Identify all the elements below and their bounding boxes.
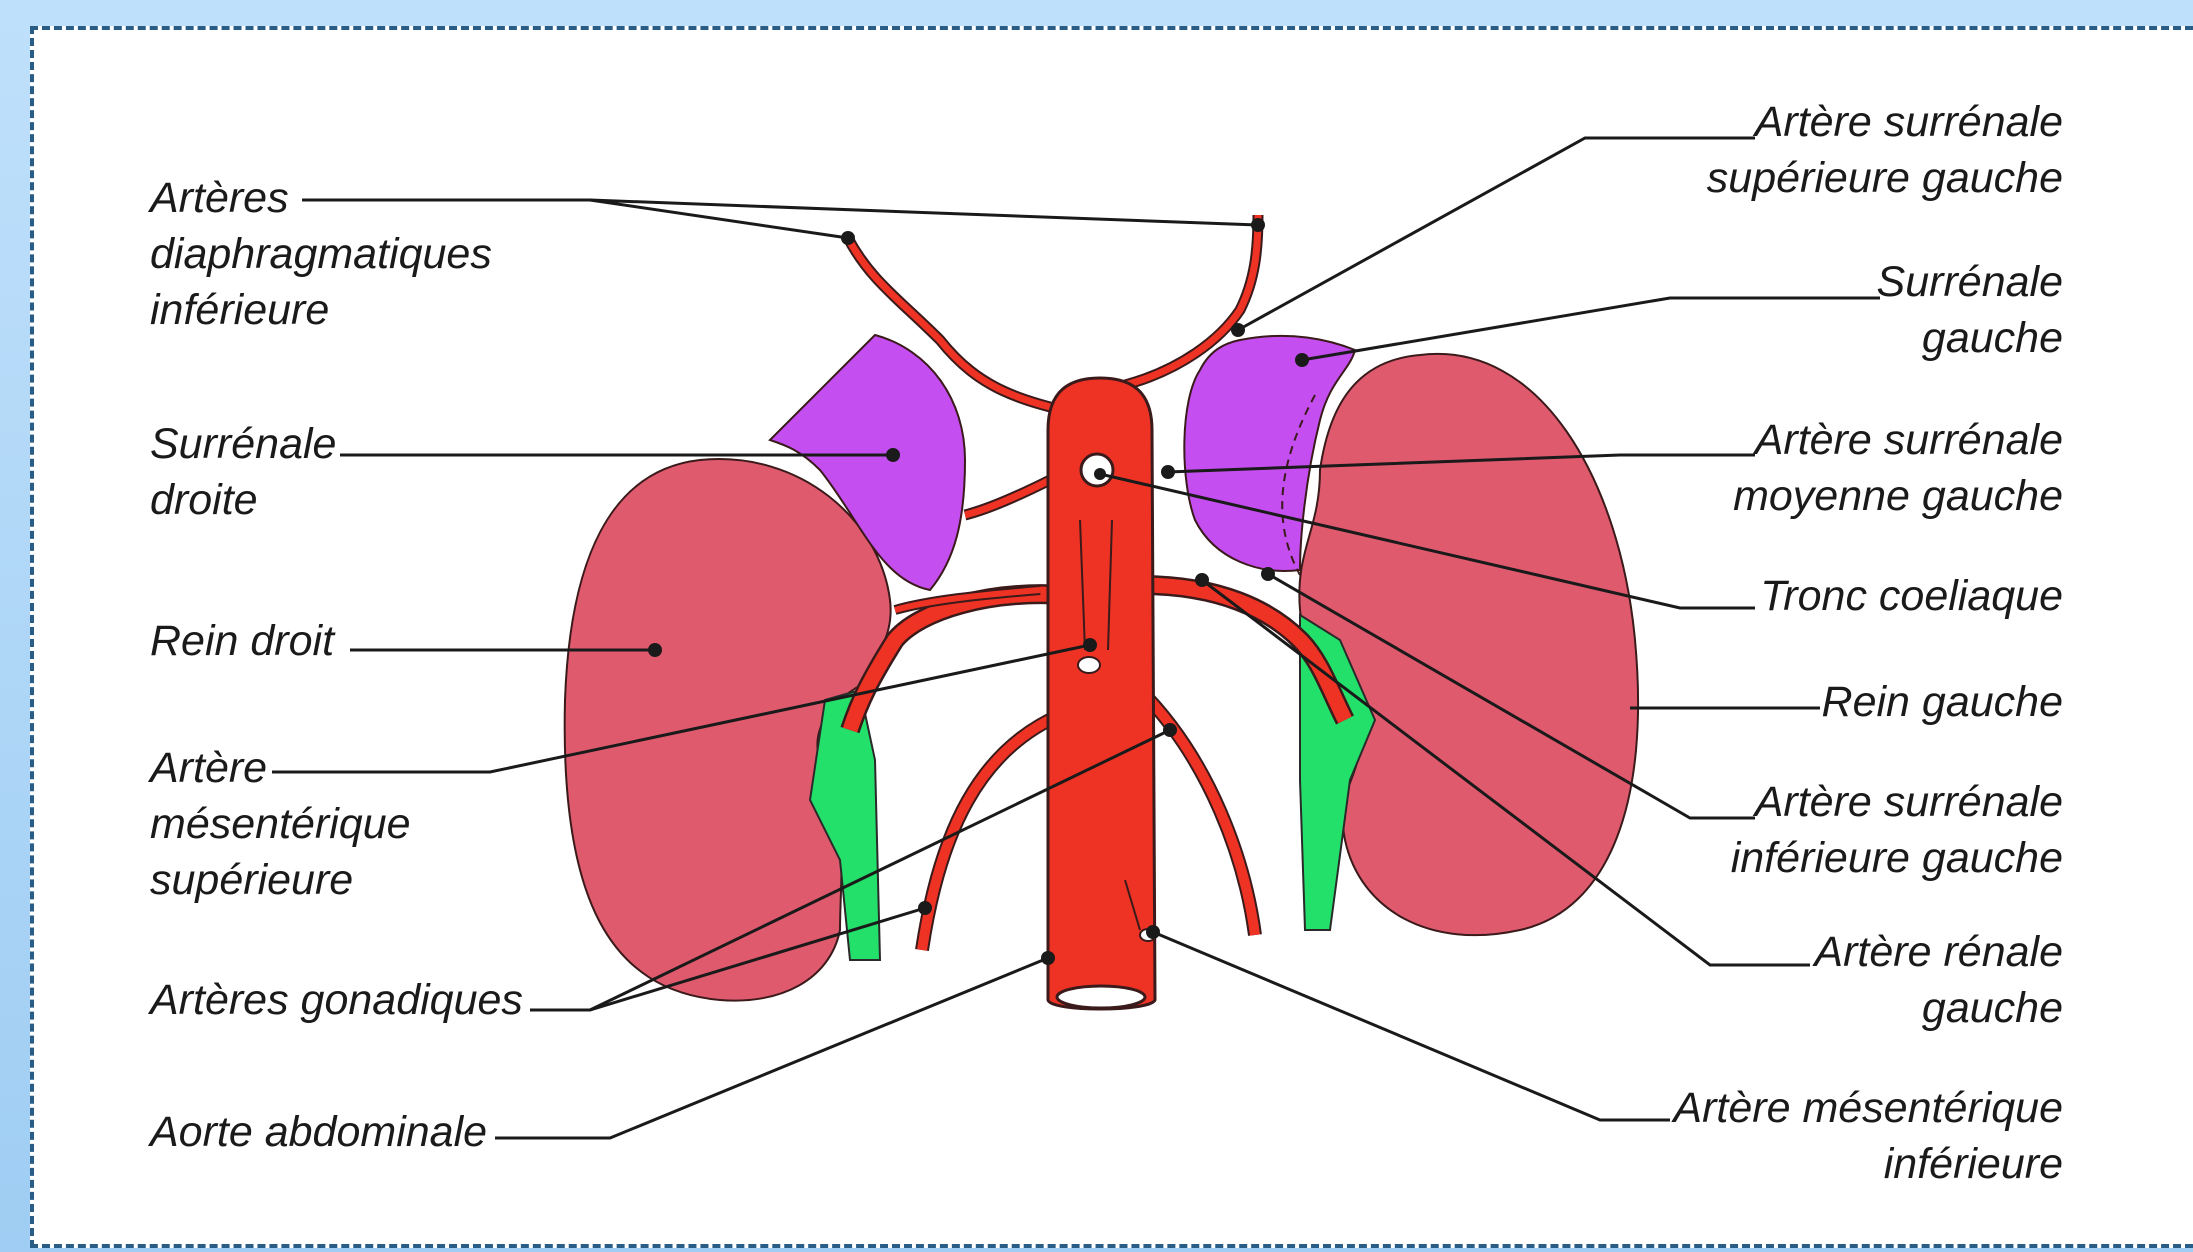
label-line: Artère	[150, 740, 411, 796]
right-gonadal-artery	[922, 715, 1060, 950]
label-superior-mesenteric-artery: Artère mésentérique supérieure	[150, 740, 411, 908]
left-gonadal-artery	[1140, 690, 1255, 935]
label-line: Rein gauche	[1822, 674, 2063, 730]
label-gonadal-arteries: Artères gonadiques	[150, 972, 523, 1028]
label-right-adrenal: Surrénale droite	[150, 416, 336, 528]
label-line: supérieure	[150, 852, 411, 908]
label-left-adrenal: Surrénale gauche	[1877, 254, 2063, 366]
label-inferior-mesenteric-artery: Artère mésentérique inférieure	[1673, 1080, 2063, 1192]
label-abdominal-aorta: Aorte abdominale	[150, 1104, 487, 1160]
label-line: Rein droit	[150, 613, 334, 669]
label-line: supérieure gauche	[1707, 150, 2063, 206]
label-diaphragmatic-arteries: Artères diaphragmatiques inférieure	[150, 170, 492, 338]
label-line: Aorte abdominale	[150, 1104, 487, 1160]
label-line: gauche	[1877, 310, 2063, 366]
label-line: inférieure gauche	[1731, 830, 2063, 886]
label-left-renal-artery: Artère rénale gauche	[1814, 924, 2063, 1036]
label-line: Artère surrénale	[1731, 774, 2063, 830]
label-right-kidney: Rein droit	[150, 613, 334, 669]
label-line: inférieure	[1673, 1136, 2063, 1192]
label-left-kidney: Rein gauche	[1822, 674, 2063, 730]
label-celiac-trunk: Tronc coeliaque	[1760, 568, 2063, 624]
label-line: diaphragmatiques	[150, 226, 492, 282]
label-inferior-adrenal-artery: Artère surrénale inférieure gauche	[1731, 774, 2063, 886]
aorta-lumen	[1057, 986, 1145, 1008]
label-line: Artère rénale	[1814, 924, 2063, 980]
left-kidney	[1299, 354, 1638, 935]
label-line: Artères gonadiques	[150, 972, 523, 1028]
label-line: Surrénale	[150, 416, 336, 472]
label-middle-adrenal-artery: Artère surrénale moyenne gauche	[1733, 412, 2063, 524]
label-line: Artères	[150, 170, 492, 226]
label-line: Artère surrénale	[1707, 94, 2063, 150]
label-line: Surrénale	[1877, 254, 2063, 310]
label-line: Tronc coeliaque	[1760, 568, 2063, 624]
label-line: moyenne gauche	[1733, 468, 2063, 524]
label-line: Artère mésentérique	[1673, 1080, 2063, 1136]
label-line: Artère surrénale	[1733, 412, 2063, 468]
label-line: gauche	[1814, 980, 2063, 1036]
label-line: droite	[150, 472, 336, 528]
label-superior-adrenal-artery: Artère surrénale supérieure gauche	[1707, 94, 2063, 206]
label-line: inférieure	[150, 282, 492, 338]
label-line: mésentérique	[150, 796, 411, 852]
